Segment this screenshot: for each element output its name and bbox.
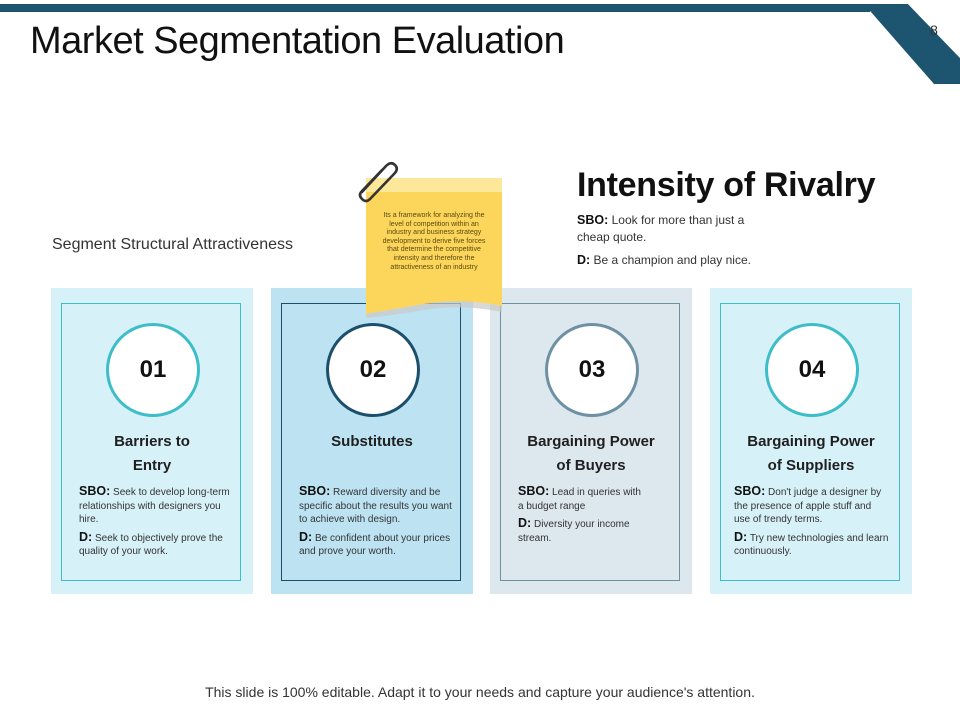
card-sbo-label: SBO: (734, 484, 766, 498)
page-number: 8 (930, 22, 938, 38)
card-d: D: Be confident about your prices and pr… (299, 529, 455, 559)
card-sbo: SBO: Don't judge a designer by the prese… (734, 484, 890, 527)
card-sbo: SBO: Reward diversity and be specific ab… (299, 484, 455, 527)
card-d-text: Diversity your income stream. (518, 519, 630, 544)
sticky-note-text: Its a framework for analyzing the level … (382, 212, 486, 271)
rivalry-sbo: SBO: Look for more than just a cheap quo… (577, 212, 777, 246)
page-title: Market Segmentation Evaluation (30, 20, 565, 62)
card-body: SBO: Lead in queries with a budget range… (518, 484, 648, 549)
card-d-text: Try new technologies and learn continuou… (734, 532, 889, 558)
card-d-label: D: (299, 529, 313, 544)
card-d-text: Seek to objectively prove the quality of… (79, 532, 223, 558)
card-heading-line: Bargaining Power (527, 433, 655, 450)
card-sbo: SBO: Lead in queries with a budget range (518, 484, 648, 513)
card-d-label: D: (734, 529, 748, 544)
card-d-text: Be confident about your prices and prove… (299, 532, 451, 558)
rivalry-title: Intensity of Rivalry (577, 166, 876, 204)
card-sbo-text: Seek to develop long-term relationships … (79, 487, 230, 525)
card-heading: Barriers to Entry (51, 430, 253, 478)
card-body: SBO: Seek to develop long-term relations… (79, 484, 235, 563)
rivalry-d-text: Be a champion and play nice. (593, 253, 751, 267)
card-body: SBO: Reward diversity and be specific ab… (299, 484, 455, 563)
card-d: D: Try new technologies and learn contin… (734, 529, 890, 559)
card-heading-line: Substitutes (331, 433, 413, 450)
rivalry-d-label: D: (577, 253, 591, 267)
card-d-label: D: (518, 516, 532, 530)
card-barriers-to-entry: 01 Barriers to Entry SBO: Seek to develo… (51, 288, 253, 594)
rivalry-sbo-text: Look for more than just a cheap quote. (577, 213, 745, 244)
card-heading-line: Barriers to (114, 433, 190, 450)
card-heading: Bargaining Power of Buyers (490, 430, 692, 478)
section-label: Segment Structural Attractiveness (52, 236, 293, 253)
card-heading: Bargaining Power of Suppliers (710, 430, 912, 478)
corner-decoration-icon (864, 4, 960, 84)
rivalry-sbo-label: SBO: (577, 213, 609, 227)
card-sbo-text: Lead in queries with a budget range (518, 487, 641, 512)
card-d: D: Seek to objectively prove the quality… (79, 529, 235, 559)
card-bargaining-power-suppliers: 04 Bargaining Power of Suppliers SBO: Do… (710, 288, 912, 594)
card-heading-line: of Suppliers (767, 457, 855, 474)
card-heading-line: of Buyers (556, 457, 626, 474)
card-substitutes: 02 Substitutes SBO: Reward diversity and… (271, 288, 473, 594)
header-bar (0, 4, 870, 12)
card-body: SBO: Don't judge a designer by the prese… (734, 484, 890, 563)
card-number: 02 (326, 323, 420, 417)
card-sbo-text: Don't judge a designer by the presence o… (734, 487, 882, 525)
card-number: 04 (765, 323, 859, 417)
card-d: D: Diversity your income stream. (518, 516, 648, 545)
card-heading-line: Entry (132, 457, 172, 474)
sticky-note-icon (366, 178, 502, 318)
card-bargaining-power-buyers: 03 Bargaining Power of Buyers SBO: Lead … (490, 288, 692, 594)
card-d-label: D: (79, 529, 93, 544)
card-sbo-text: Reward diversity and be specific about t… (299, 487, 452, 525)
rivalry-d: D: Be a champion and play nice. (577, 252, 817, 269)
card-heading: Substitutes (271, 430, 473, 454)
card-border (500, 303, 680, 581)
card-sbo: SBO: Seek to develop long-term relations… (79, 484, 235, 527)
card-sbo-label: SBO: (79, 484, 111, 498)
card-heading-line: Bargaining Power (747, 433, 875, 450)
card-number: 03 (545, 323, 639, 417)
card-sbo-label: SBO: (518, 484, 550, 498)
card-sbo-label: SBO: (299, 484, 331, 498)
footer-note: This slide is 100% editable. Adapt it to… (205, 684, 755, 700)
card-border (720, 303, 900, 581)
card-border (61, 303, 241, 581)
card-number: 01 (106, 323, 200, 417)
paperclip-icon (358, 161, 399, 203)
